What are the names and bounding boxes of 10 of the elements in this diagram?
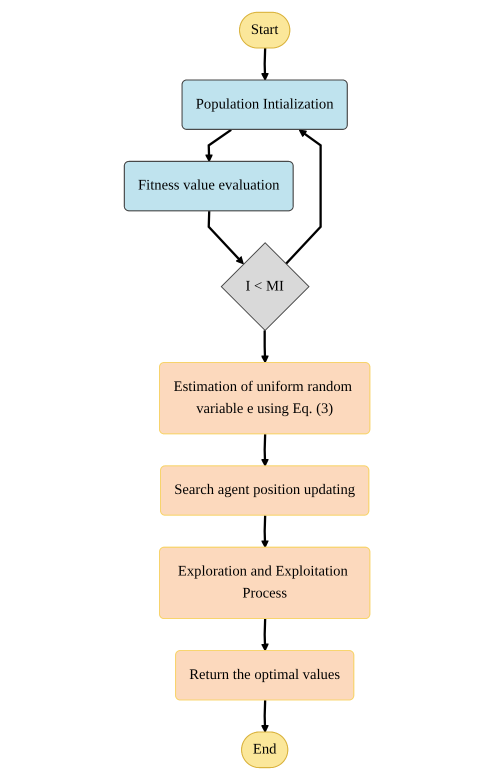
arrow bbox=[261, 618, 270, 651]
arrow bbox=[208, 210, 244, 264]
arrow bbox=[205, 128, 232, 162]
arrow bbox=[261, 515, 270, 548]
arrow bbox=[261, 330, 270, 363]
arrow bbox=[261, 434, 270, 466]
arrow bbox=[261, 700, 270, 732]
arrow bbox=[261, 48, 270, 80]
node-diamond: I < MI bbox=[221, 242, 310, 331]
arrow bbox=[285, 128, 322, 264]
